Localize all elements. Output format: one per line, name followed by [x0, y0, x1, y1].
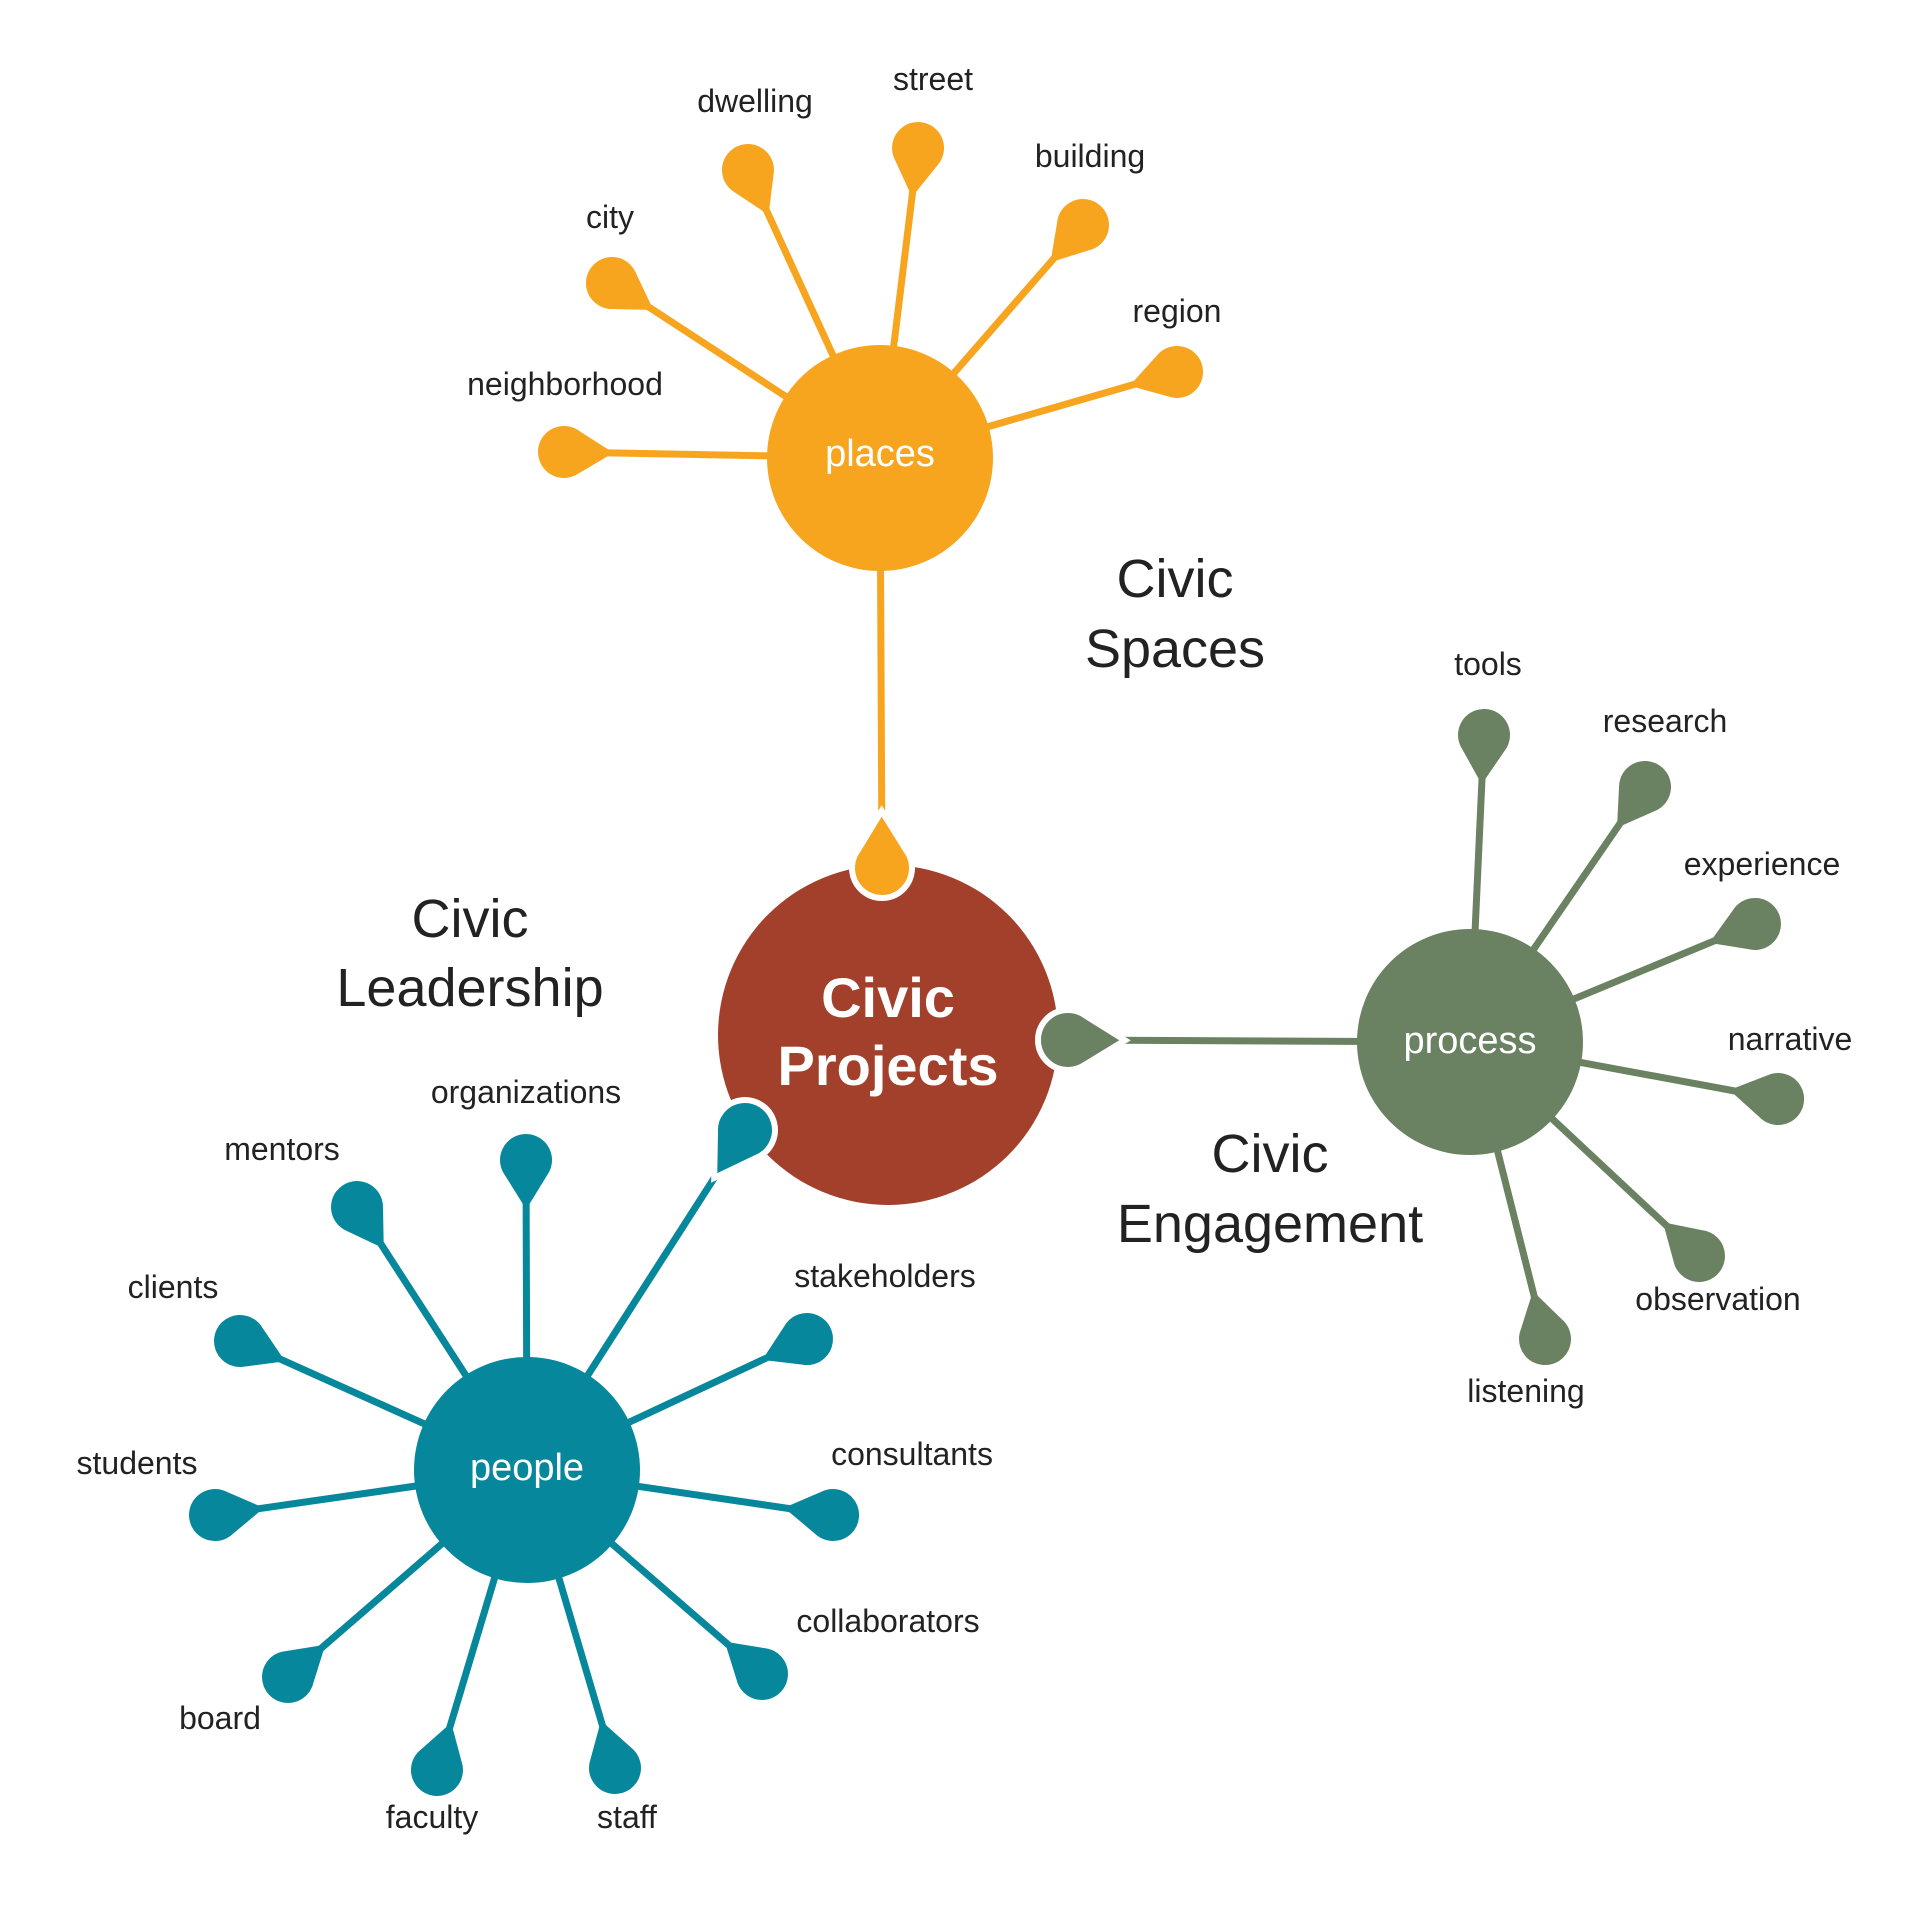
leaf-label-observation: observation	[1635, 1281, 1800, 1317]
leaf-label-stakeholders: stakeholders	[794, 1258, 975, 1294]
experience-pin	[1709, 897, 1781, 950]
leaf-label-tools: tools	[1454, 646, 1522, 682]
tools-pin	[1458, 708, 1511, 785]
leaf-label-region: region	[1133, 293, 1222, 329]
faculty-pin	[410, 1722, 463, 1796]
observation-pin	[1662, 1222, 1725, 1282]
leaf-label-clients: clients	[128, 1269, 219, 1305]
region-pin	[1129, 345, 1204, 398]
dwelling-pin	[721, 144, 774, 215]
places-hub-circle	[767, 345, 993, 571]
organizations-pin	[500, 1134, 553, 1210]
collaborators-pin	[724, 1641, 788, 1700]
area-spaces-line1: Civic	[1117, 549, 1234, 609]
listening-pin	[1518, 1291, 1571, 1366]
area-spaces-line2: Spaces	[1085, 619, 1265, 679]
leaf-label-organizations: organizations	[431, 1074, 621, 1110]
people-center-pin	[711, 1097, 778, 1183]
leaf-label-listening: listening	[1467, 1373, 1584, 1409]
consultants-pin	[784, 1488, 860, 1541]
board-pin	[262, 1644, 326, 1703]
process-hub-circle	[1357, 929, 1583, 1155]
leaf-label-faculty: faculty	[386, 1799, 478, 1835]
center-title-line2: Projects	[778, 1034, 999, 1097]
labels: Civic Spaces Civic Leadership Civic Enga…	[77, 61, 1853, 1835]
area-engagement-line2: Engagement	[1117, 1194, 1423, 1254]
leaf-pins	[189, 122, 1805, 1796]
leaf-label-city: city	[586, 199, 634, 235]
building-pin	[1050, 199, 1109, 263]
mentors-pin	[331, 1181, 384, 1249]
research-pin	[1617, 760, 1671, 828]
leaf-label-consultants: consultants	[831, 1436, 993, 1472]
hub-circles	[414, 345, 1583, 1583]
leaf-label-research: research	[1603, 703, 1728, 739]
process-center-pin	[1035, 1007, 1131, 1073]
staff-pin	[588, 1720, 641, 1794]
center-title-line1: Civic	[821, 966, 955, 1029]
leaf-label-building: building	[1035, 138, 1145, 174]
narrative-pin	[1729, 1073, 1805, 1126]
leaf-label-street: street	[893, 61, 973, 97]
clients-pin	[214, 1314, 286, 1367]
area-leadership-line1: Civic	[412, 889, 529, 949]
center-circle	[718, 865, 1058, 1205]
leaf-label-neighborhood: neighborhood	[467, 366, 663, 402]
area-leadership-line2: Leadership	[336, 958, 603, 1018]
places-center-pin	[849, 805, 915, 901]
places-hub-label: places	[825, 433, 935, 475]
leaf-label-narrative: narrative	[1728, 1021, 1853, 1057]
city-pin	[585, 257, 654, 310]
people-hub-circle	[414, 1357, 640, 1583]
leaf-label-board: board	[179, 1700, 261, 1736]
leaf-label-collaborators: collaborators	[796, 1603, 979, 1639]
process-hub-label: process	[1403, 1020, 1536, 1062]
neighborhood-pin	[537, 425, 614, 478]
leaf-label-students: students	[77, 1445, 198, 1481]
leaf-label-mentors: mentors	[224, 1131, 340, 1167]
people-hub-label: people	[470, 1447, 584, 1489]
leaf-label-dwelling: dwelling	[697, 83, 813, 119]
stakeholders-pin	[762, 1313, 833, 1366]
students-pin	[189, 1489, 264, 1542]
leaf-label-experience: experience	[1684, 846, 1841, 882]
street-pin	[892, 122, 945, 197]
leaf-label-staff: staff	[597, 1799, 657, 1835]
area-engagement-line1: Civic	[1212, 1124, 1329, 1184]
